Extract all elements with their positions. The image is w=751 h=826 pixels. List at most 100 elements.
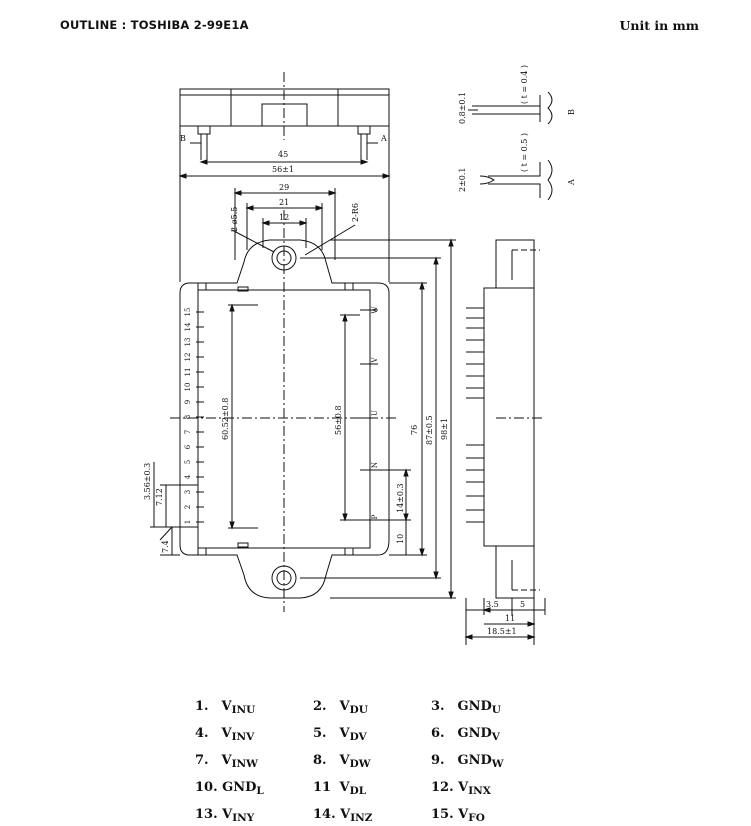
dim-29: 29 — [279, 183, 289, 192]
pin-number-label: 10 — [184, 383, 192, 392]
view-a-label: A — [567, 179, 576, 186]
pin-number: 4. — [195, 726, 209, 741]
pin-number-label: 15 — [184, 308, 192, 317]
dim-7-4: 7.4 — [161, 540, 170, 553]
pin-number: 2. — [313, 699, 327, 714]
pin-number-label: 9 — [184, 400, 192, 404]
pin-number-label: 1 — [184, 520, 192, 524]
pin-signal: V — [217, 726, 232, 741]
pin-entry: 5. VDV — [313, 726, 431, 743]
thickness-a: ( t = 0.5 ) — [520, 133, 529, 172]
pin-number: 14. — [313, 807, 336, 822]
output-terminal-label: P — [371, 514, 379, 519]
pin-number-label: 8 — [184, 415, 192, 419]
pin-number-label: 3 — [184, 490, 192, 494]
pin-number-label: 5 — [184, 460, 192, 464]
pin-signal: V — [335, 807, 351, 822]
dim-87: 87±0.5 — [425, 415, 434, 445]
pin-signal-subscript: W — [491, 758, 504, 770]
pin-signal-subscript: DL — [349, 785, 367, 797]
pin-entry: 12. VINX — [431, 780, 549, 797]
dim-56-inner: 56±0.8 — [334, 405, 343, 435]
dim-7-12: 7.12 — [155, 488, 164, 506]
pin-signal-subscript: INX — [468, 785, 491, 797]
pin-entry: 10. GNDL — [195, 780, 313, 797]
dim-14: 14±0.3 — [396, 483, 405, 513]
pin-number: 6. — [431, 726, 445, 741]
pin-number: 13. — [195, 807, 218, 822]
pin-number: 11 — [313, 780, 332, 795]
pin-signal: V — [335, 753, 350, 768]
pin-entry: 6. GNDV — [431, 726, 549, 743]
pin-number: 12. — [431, 780, 454, 795]
pin-signal: V — [217, 753, 232, 768]
pin-signal: V — [335, 780, 350, 795]
pin-signal-subscript: INU — [231, 704, 256, 716]
unit-label: Unit in mm — [619, 18, 699, 33]
pin-signal-subscript: INW — [231, 758, 258, 770]
pin-signal: V — [453, 780, 469, 795]
detail-views — [468, 91, 553, 201]
pin-entry: 15. VFO — [431, 807, 549, 824]
pin-signal-subscript: U — [491, 704, 501, 716]
pin-signal-subscript: INY — [232, 812, 255, 824]
pin-number: 8. — [313, 753, 327, 768]
pin-number: 7. — [195, 753, 209, 768]
pin-signal-subscript: DU — [349, 704, 368, 716]
pin-number-label: 12 — [184, 353, 192, 362]
pin-entry: 4. VINV — [195, 726, 313, 743]
pin-signal: GND — [453, 699, 492, 714]
pin-signal-subscript: DW — [349, 758, 371, 770]
pin-number-label: 14 — [184, 322, 192, 331]
pin-number-label: 13 — [184, 338, 192, 347]
pin-number: 3. — [431, 699, 445, 714]
side-view — [464, 239, 546, 645]
pin-signal: V — [217, 807, 233, 822]
view-b-label: B — [567, 109, 576, 115]
pin-entry: 7. VINW — [195, 753, 313, 770]
dim-98: 98±1 — [440, 418, 449, 440]
dim-0-8: 0.8±0.1 — [458, 92, 467, 124]
dim-60-52: 60.52±0.8 — [221, 398, 230, 440]
pin-entry: 1. VINU — [195, 699, 313, 716]
pin-signal: V — [453, 807, 469, 822]
dim-3-56: 3.56±0.3 — [143, 463, 152, 500]
dim-5: 5 — [520, 600, 525, 609]
pin-signal-subscript: FO — [468, 812, 485, 824]
dim-12: 12 — [279, 213, 289, 222]
dim-56: 56±1 — [272, 165, 294, 174]
dim-hole: 2-ø5.5 — [230, 207, 239, 232]
pin-entry: 3. GNDU — [431, 699, 549, 716]
pin-signal: GND — [453, 753, 492, 768]
pin-signal: V — [217, 699, 232, 714]
pin-signal-subscript: V — [491, 731, 500, 743]
dim-45: 45 — [278, 150, 288, 159]
pin-number: 9. — [431, 753, 445, 768]
pin-number: 10. — [195, 780, 218, 795]
outline-title: OUTLINE : TOSHIBA 2-99E1A — [60, 18, 249, 32]
dim-11: 11 — [505, 614, 515, 623]
pin-number-label: 2 — [184, 505, 192, 509]
pin-signal-subscript: L — [256, 785, 264, 797]
front-view — [150, 188, 456, 612]
pin-signal: GND — [217, 780, 257, 795]
pin-number-label: 7 — [184, 430, 192, 434]
pin-signal-subscript: INV — [231, 731, 255, 743]
output-terminal-label: N — [371, 462, 379, 468]
output-terminal-label: U — [371, 410, 379, 416]
dim-21: 21 — [279, 198, 289, 207]
pin-signal: V — [335, 699, 350, 714]
pin-entry: 14. VINZ — [313, 807, 431, 824]
pin-signal-subscript: DV — [349, 731, 367, 743]
dim-2: 2±0.1 — [458, 167, 467, 192]
dim-76: 76 — [410, 425, 419, 435]
pin-number-label: 11 — [184, 368, 192, 377]
pin-number: 1. — [195, 699, 209, 714]
